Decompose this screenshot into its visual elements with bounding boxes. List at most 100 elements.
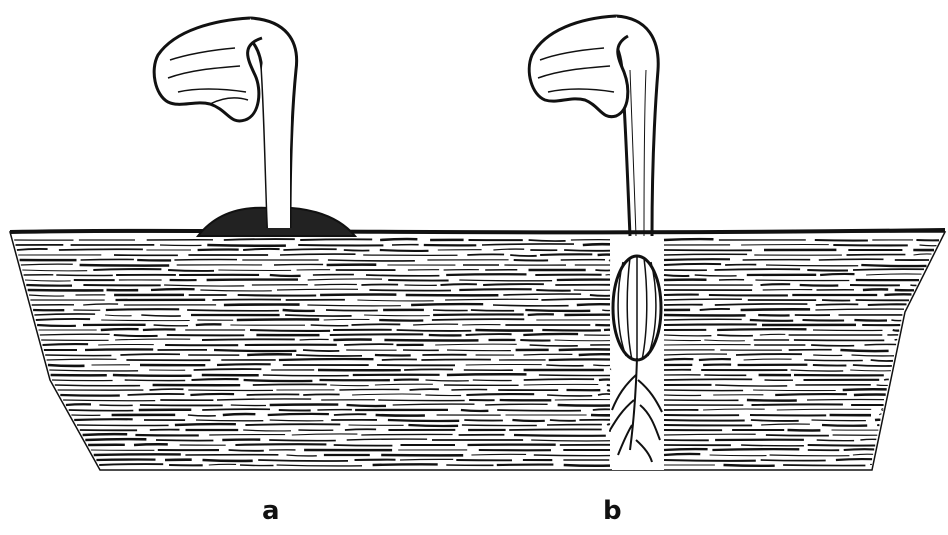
soil-hatch-line bbox=[539, 375, 610, 376]
soil-hatch-line bbox=[822, 425, 867, 426]
soil-hatch-line bbox=[373, 464, 438, 465]
soil-hatch-line bbox=[196, 324, 222, 325]
soil-hatch-line bbox=[203, 460, 253, 461]
soil-hatch-line bbox=[724, 465, 775, 466]
soil-hatch-line bbox=[471, 310, 514, 311]
soil-hatch-line bbox=[43, 344, 89, 345]
soil-hatch-line bbox=[433, 314, 524, 315]
soil-hatch-line bbox=[840, 350, 888, 351]
soil-hatch-line bbox=[303, 394, 339, 395]
soil-hatch-line bbox=[822, 300, 850, 301]
soil-hatch-line bbox=[803, 320, 845, 321]
soil-hatch-line bbox=[74, 419, 133, 420]
soil-hatch-line bbox=[328, 260, 415, 261]
soil-hatch-line bbox=[380, 250, 429, 251]
soil-hatch-line bbox=[853, 269, 924, 270]
soil-hatch-line bbox=[194, 369, 262, 370]
soil-hatch-line bbox=[920, 245, 937, 246]
soil-hatch-line bbox=[741, 445, 804, 446]
soil-hatch-line bbox=[93, 269, 161, 270]
soil-hatch-line bbox=[893, 330, 900, 331]
soil-hatch-line bbox=[483, 284, 544, 285]
soil-hatch-line bbox=[664, 420, 745, 421]
soil-hatch-line bbox=[736, 354, 802, 355]
soil-hatch-line bbox=[812, 420, 866, 421]
soil-hatch-line bbox=[446, 274, 526, 275]
soil-hatch-line bbox=[536, 290, 570, 291]
soil-hatch-line bbox=[664, 390, 743, 391]
soil-hatch-line bbox=[94, 454, 181, 455]
soil-hatch-line bbox=[664, 324, 757, 325]
soil-hatch-line bbox=[175, 424, 236, 425]
soil-hatch-line bbox=[411, 304, 483, 305]
soil-hatch-line bbox=[190, 394, 234, 395]
soil-hatch-line bbox=[817, 440, 854, 441]
soil-hatch-line bbox=[269, 440, 336, 441]
soil-hatch-line bbox=[311, 325, 349, 326]
soil-hatch-line bbox=[509, 429, 602, 430]
soil-hatch-line bbox=[128, 394, 185, 395]
soil-hatch-line bbox=[607, 424, 610, 425]
soil-hatch-line bbox=[85, 439, 146, 440]
panel-label-a: a bbox=[262, 498, 280, 524]
soil-hatch-line bbox=[607, 390, 610, 391]
soil-hatch-line bbox=[865, 344, 897, 345]
soil-hatch-line bbox=[564, 250, 610, 251]
soil-hatch-line bbox=[884, 294, 911, 295]
soil-hatch-line bbox=[546, 365, 583, 366]
soil-hatch-line bbox=[755, 280, 849, 281]
soil-hatch-line bbox=[326, 310, 378, 311]
soil-hatch-line bbox=[187, 310, 279, 311]
soil-hatch-line bbox=[466, 394, 534, 395]
soil-hatch-line bbox=[344, 250, 370, 251]
soil-hatch-line bbox=[168, 270, 214, 271]
soil-hatch-line bbox=[860, 439, 876, 440]
soil-hatch-line bbox=[45, 355, 111, 356]
soil-hatch-line bbox=[664, 340, 701, 341]
soil-hatch-line bbox=[270, 275, 301, 276]
cotyledon-b bbox=[529, 16, 628, 117]
soil-hatch-line bbox=[664, 259, 730, 260]
soil-hatch-line bbox=[752, 404, 843, 405]
soil-hatch-line bbox=[240, 465, 274, 466]
soil-hatch-line bbox=[81, 259, 134, 260]
soil-hatch-line bbox=[296, 355, 362, 356]
soil-hatch-line bbox=[283, 310, 315, 311]
soil-hatch-line bbox=[712, 449, 799, 450]
soil-hatch-line bbox=[223, 414, 256, 415]
soil-hatch-line bbox=[60, 395, 120, 396]
soil-hatch-line bbox=[466, 334, 512, 335]
soil-hatch-line bbox=[747, 400, 797, 401]
soil-hatch-line bbox=[134, 444, 168, 445]
soil-hatch-line bbox=[813, 365, 847, 366]
soil-hatch-line bbox=[459, 280, 552, 281]
soil-hatch-line bbox=[99, 464, 163, 465]
soil-hatch-line bbox=[717, 335, 753, 336]
soil-hatch-line bbox=[404, 369, 453, 370]
soil-hatch-line bbox=[400, 459, 453, 460]
soil-hatch-line bbox=[235, 444, 326, 445]
soil-hatch-line bbox=[761, 460, 826, 461]
soil-hatch-line bbox=[274, 264, 323, 265]
soil-hatch-line bbox=[120, 354, 180, 355]
soil-hatch-line bbox=[250, 330, 330, 331]
soil-hatch-line bbox=[52, 380, 113, 381]
soil-hatch-line bbox=[345, 429, 376, 430]
soil-hatch-line bbox=[819, 259, 884, 260]
soil-hatch-line bbox=[664, 319, 742, 320]
soil-hatch-line bbox=[549, 359, 610, 360]
soil-hatch-line bbox=[800, 285, 839, 286]
soil-hatch-line bbox=[602, 310, 610, 311]
soil-hatch-line bbox=[664, 239, 714, 240]
soil-hatch-line bbox=[280, 254, 356, 255]
soil-hatch-line bbox=[664, 454, 700, 455]
soil-hatch-line bbox=[664, 449, 708, 450]
soil-hatch-line bbox=[314, 284, 357, 285]
soil-hatch-line bbox=[26, 285, 72, 286]
soil-hatch-line bbox=[125, 380, 186, 381]
soil-hatch-line bbox=[559, 349, 610, 350]
soil-hatch-line bbox=[154, 325, 188, 326]
soil-hatch-line bbox=[664, 460, 756, 461]
soil-hatch-line bbox=[36, 319, 90, 320]
